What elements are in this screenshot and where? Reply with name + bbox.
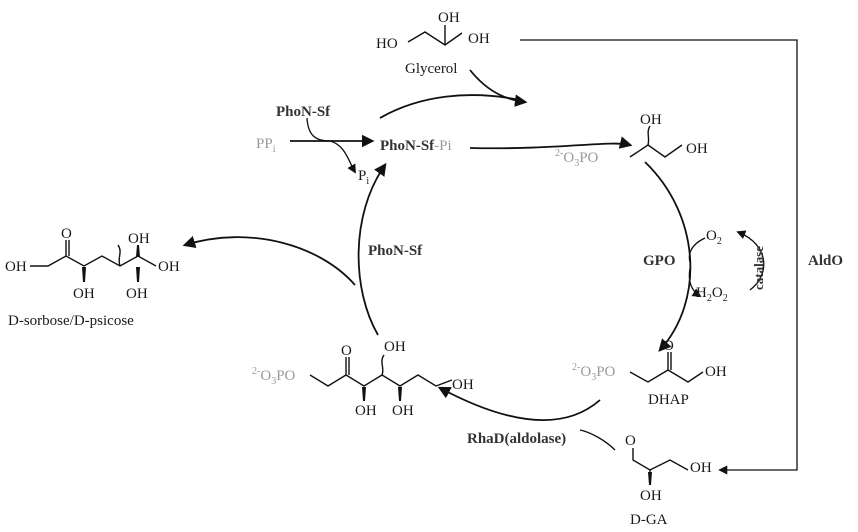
dga-name: D-GA — [630, 512, 668, 528]
sorbose-arrow — [185, 237, 355, 285]
dhap-oxygen: O — [663, 338, 674, 354]
ketose-oh-low2: OH — [392, 403, 414, 419]
ketose-oh-end: OH — [452, 377, 474, 393]
dhap-name: DHAP — [648, 392, 689, 408]
sorbose-oh-end: OH — [158, 259, 180, 275]
dhap-structure — [630, 352, 703, 382]
sorbose-oh-low2: OH — [126, 286, 148, 302]
glycerol-oh-right: OH — [468, 31, 490, 47]
g3p-structure — [630, 126, 682, 157]
dga-oh-down: OH — [640, 488, 662, 504]
sorbose-oh-up: OH — [128, 231, 150, 247]
dga-oxygen: O — [625, 433, 636, 449]
g3p-phosphate: 2-O3PO — [555, 148, 599, 169]
sorbose-oh-low1: OH — [73, 286, 95, 302]
dhap-oh: OH — [705, 364, 727, 380]
enzyme-drop-line — [307, 118, 330, 141]
g3p-oh-right: OH — [686, 141, 708, 157]
aldo-label: AldO — [808, 253, 843, 269]
ketose-oh-top: OH — [384, 339, 406, 355]
o2-arrow — [689, 238, 705, 262]
dhap-phosphate: 2-O3PO — [572, 362, 616, 383]
pi-release-arrow — [330, 141, 355, 172]
ketose-oxygen: O — [341, 343, 352, 359]
dga-to-rhad-arrow — [580, 430, 615, 450]
sorbose-name: D-sorbose/D-psicose — [8, 313, 134, 329]
phon-sf-pi-label: PhoN-Sf-Pi — [380, 138, 452, 154]
sorbose-oxygen: O — [61, 226, 72, 242]
catalase-label: catalase — [751, 246, 766, 290]
glycerol-structure — [408, 25, 462, 45]
phon-sf-top-label: PhoN-Sf — [276, 104, 331, 120]
h2o2-label: H2O2 — [696, 285, 728, 304]
sorbose-oh-left: OH — [5, 259, 27, 275]
rhad-label: RhaD(aldolase) — [467, 431, 566, 447]
gpo-label: GPO — [643, 253, 676, 269]
cycle-arc-top-right — [470, 144, 630, 149]
g3p-oh-top: OH — [640, 112, 662, 128]
dga-oh-right: OH — [690, 460, 712, 476]
dga-structure — [633, 448, 688, 485]
ketose-oh-low1: OH — [355, 403, 377, 419]
o2-label: O2 — [706, 228, 722, 247]
glycerol-ho-left: HO — [376, 36, 398, 52]
ppi-label: PPi — [256, 136, 276, 155]
ketose-phosphate-group: 2-O3PO — [252, 366, 296, 387]
cycle-arc-top-left — [380, 95, 520, 118]
pi-label: Pi — [358, 168, 369, 187]
glycerol-oh-top: OH — [438, 10, 460, 26]
glycerol-name: Glycerol — [405, 61, 457, 77]
ketose-phosphate-structure — [310, 355, 452, 401]
phon-sf-cycle-label: PhoN-Sf — [368, 243, 423, 259]
